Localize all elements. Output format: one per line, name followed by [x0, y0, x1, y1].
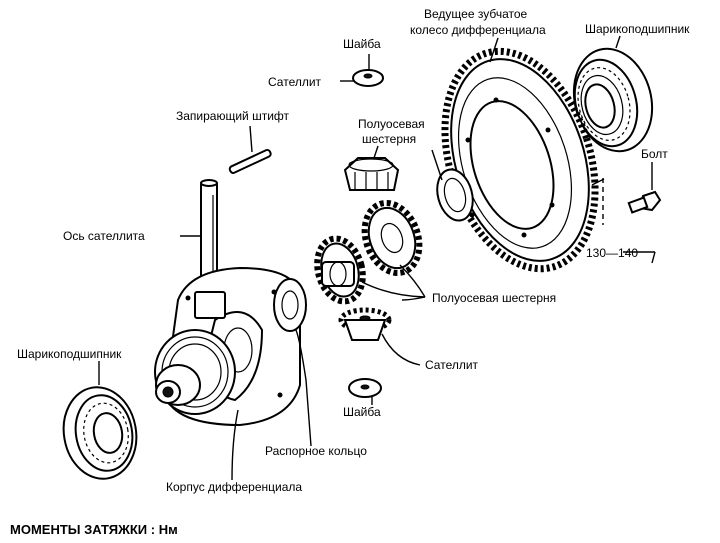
right-ball-bearing [572, 47, 654, 153]
label-washer-bottom: Шайба [343, 405, 381, 419]
label-torque-value: 130—140 [586, 246, 638, 260]
label-bolt: Болт [641, 147, 668, 161]
leader-lines [98, 35, 656, 481]
label-side-gear-top-line2: шестерня [362, 132, 416, 146]
label-diff-case: Корпус дифференциала [166, 480, 302, 494]
label-side-gear-bottom: Полуосевая шестерня [432, 291, 556, 305]
label-pinion-shaft: Ось сателлита [63, 229, 145, 243]
label-bearing-right: Шарикоподшипник [585, 22, 690, 36]
right-side-gear [361, 200, 423, 276]
top-satellite-gear [343, 157, 400, 191]
side-gear-washer [436, 168, 474, 222]
left-side-gear [314, 235, 366, 305]
footer-torque-heading: МОМЕНТЫ ЗАТЯЖКИ : Нм [10, 522, 178, 537]
label-ring-gear-line2: колесо дифференциала [410, 23, 546, 37]
label-locking-pin: Запирающий штифт [176, 109, 290, 123]
left-ball-bearing [62, 386, 138, 480]
label-ring-gear-line1: Ведущее зубчатое [424, 7, 528, 21]
label-washer-top: Шайба [343, 37, 381, 51]
label-spacer-ring: Распорное кольцо [265, 444, 367, 458]
pinion-shaft [200, 179, 218, 291]
top-washer [352, 69, 384, 87]
bottom-washer [348, 378, 382, 398]
label-satellite-top: Сателлит [268, 75, 322, 89]
differential-case [154, 266, 307, 427]
label-satellite-bottom: Сателлит [425, 358, 479, 372]
locking-pin [228, 148, 272, 174]
bolt [591, 178, 662, 225]
bottom-satellite-gear [338, 307, 392, 341]
label-side-gear-top-line1: Полуосевая [358, 117, 425, 131]
label-bearing-left: Шарикоподшипник [17, 347, 122, 361]
